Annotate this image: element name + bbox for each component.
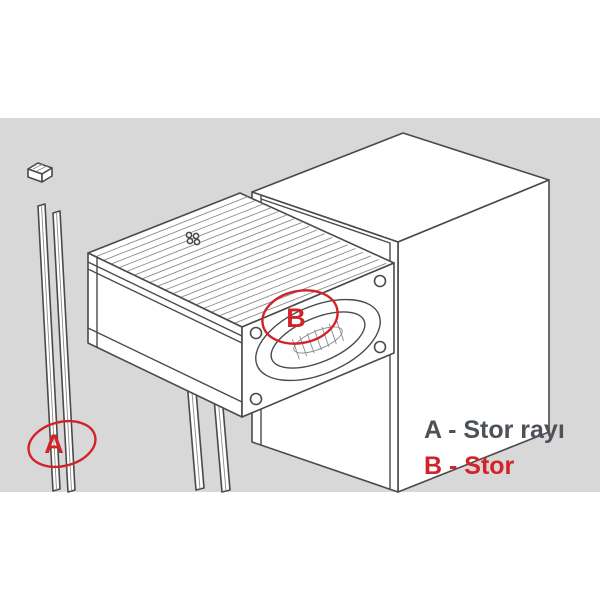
coil-hatching <box>291 320 345 360</box>
shutter-coil-drawing <box>241 262 395 418</box>
screw-bottom-left <box>249 392 263 406</box>
screw-top-right <box>373 274 387 288</box>
top-knob-drawing <box>185 231 201 246</box>
callout-a-label: A <box>44 429 64 459</box>
screw-bottom-right <box>373 340 387 354</box>
screw-top-left <box>249 326 263 340</box>
shutter-unit-drawing <box>87 192 395 418</box>
callout-b-ellipse <box>261 289 339 345</box>
legend: A - Stor rayı B - Stor <box>424 416 565 480</box>
callout-b: B <box>261 289 339 345</box>
callout-a-ellipse <box>27 419 97 469</box>
rail-end-cap-drawing <box>27 162 53 183</box>
callout-a: A <box>27 419 97 469</box>
legend-line-a: A - Stor rayı <box>424 416 565 444</box>
callout-b-label: B <box>286 303 306 333</box>
legend-line-b: B - Stor <box>424 452 515 480</box>
